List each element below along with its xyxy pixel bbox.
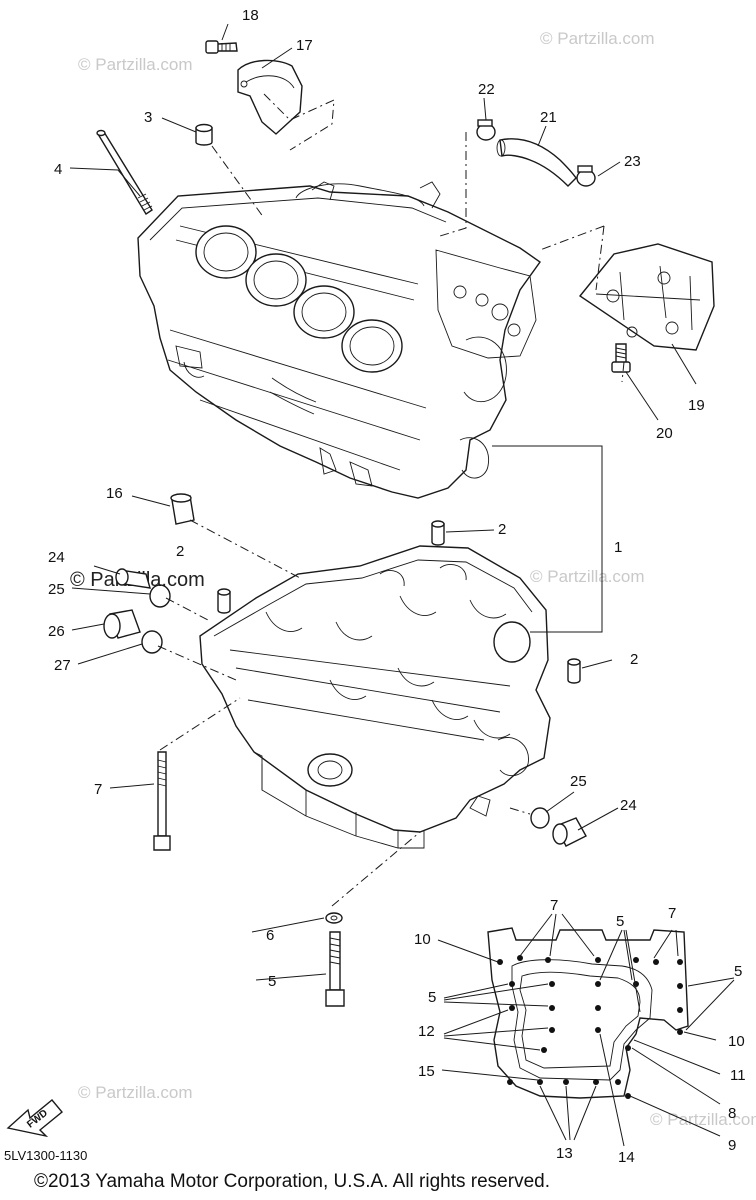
- bolt-20: [611, 343, 631, 373]
- dowel-2c: [567, 658, 581, 684]
- callout-1: 1: [614, 539, 622, 556]
- bolt-location-inset: [487, 927, 689, 1099]
- bolt-18: [205, 40, 238, 54]
- lower-crankcase: [199, 545, 551, 849]
- cover-19: [578, 243, 715, 351]
- callout-numbers: 18 17 3 4 22 21 23 19 20 16 2 1 24 2 25 …: [48, 7, 746, 1166]
- assembly-lines: [157, 93, 625, 907]
- callout-4: 4: [54, 161, 62, 178]
- watermark-text: © Partzilla.com: [530, 567, 645, 586]
- callout-20: 20: [656, 425, 673, 442]
- fwd-arrow-icon: FWD: [6, 1099, 63, 1138]
- oring-25-left: [149, 584, 171, 608]
- callout-23: 23: [624, 153, 641, 170]
- plug-26: [103, 609, 141, 639]
- oring-27: [141, 630, 163, 654]
- callout-13: 13: [556, 1145, 573, 1162]
- cover-17: [237, 59, 303, 135]
- callout-2: 2: [498, 521, 506, 538]
- washer-6: [325, 912, 343, 924]
- callout-7: 7: [550, 897, 558, 914]
- callout-25: 25: [570, 773, 587, 790]
- watermark-text: © Partzilla.com: [650, 1110, 756, 1129]
- bracket-1: [492, 445, 603, 633]
- bolt-5: [325, 931, 345, 1007]
- hose-21: [496, 138, 577, 187]
- clamp-23: [576, 165, 596, 187]
- copyright-notice: ©2013 Yamaha Motor Corporation, U.S.A. A…: [34, 1171, 550, 1192]
- dowel-3: [195, 123, 213, 146]
- callout-9: 9: [728, 1137, 736, 1154]
- plug-16: [170, 493, 195, 525]
- callout-10: 10: [414, 931, 431, 948]
- callout-19: 19: [688, 397, 705, 414]
- callout-10: 10: [728, 1033, 745, 1050]
- watermark-text: © Partzilla.com: [78, 1083, 193, 1102]
- callout-14: 14: [618, 1149, 635, 1166]
- callout-22: 22: [478, 81, 495, 98]
- diagram-code: 5LV1300-1130: [4, 1148, 87, 1163]
- callout-24: 24: [620, 797, 637, 814]
- callout-3: 3: [144, 109, 152, 126]
- callout-12: 12: [418, 1023, 435, 1040]
- callout-17: 17: [296, 37, 313, 54]
- callout-6: 6: [266, 927, 274, 944]
- callout-5: 5: [428, 989, 436, 1006]
- watermark-text: © Partzilla.com: [78, 55, 193, 74]
- callout-11: 11: [730, 1067, 746, 1084]
- clamp-22: [476, 119, 496, 141]
- callout-5: 5: [268, 973, 276, 990]
- callout-26: 26: [48, 623, 65, 640]
- stud-4: [96, 129, 153, 215]
- callout-24: 24: [48, 549, 65, 566]
- watermark-text: © Partzilla.com: [540, 29, 655, 48]
- callout-21: 21: [540, 109, 557, 126]
- callout-15: 15: [418, 1063, 435, 1080]
- dowel-2b: [217, 588, 231, 614]
- callout-18: 18: [242, 7, 259, 24]
- plug-24-right: [552, 817, 587, 847]
- callout-8: 8: [728, 1105, 736, 1122]
- callout-2: 2: [630, 651, 638, 668]
- callout-16: 16: [106, 485, 123, 502]
- dowel-2a: [431, 520, 445, 546]
- callout-5: 5: [616, 913, 624, 930]
- oring-25-right: [530, 807, 550, 829]
- callout-5: 5: [734, 963, 742, 980]
- callout-2: 2: [176, 543, 184, 560]
- callout-7: 7: [94, 781, 102, 798]
- upper-crankcase: [137, 181, 541, 499]
- leader-lines: [69, 23, 735, 1147]
- callout-25: 25: [48, 581, 65, 598]
- callout-7: 7: [668, 905, 676, 922]
- bolt-7: [153, 751, 171, 851]
- callout-27: 27: [54, 657, 71, 674]
- plug-24-left: [115, 568, 151, 589]
